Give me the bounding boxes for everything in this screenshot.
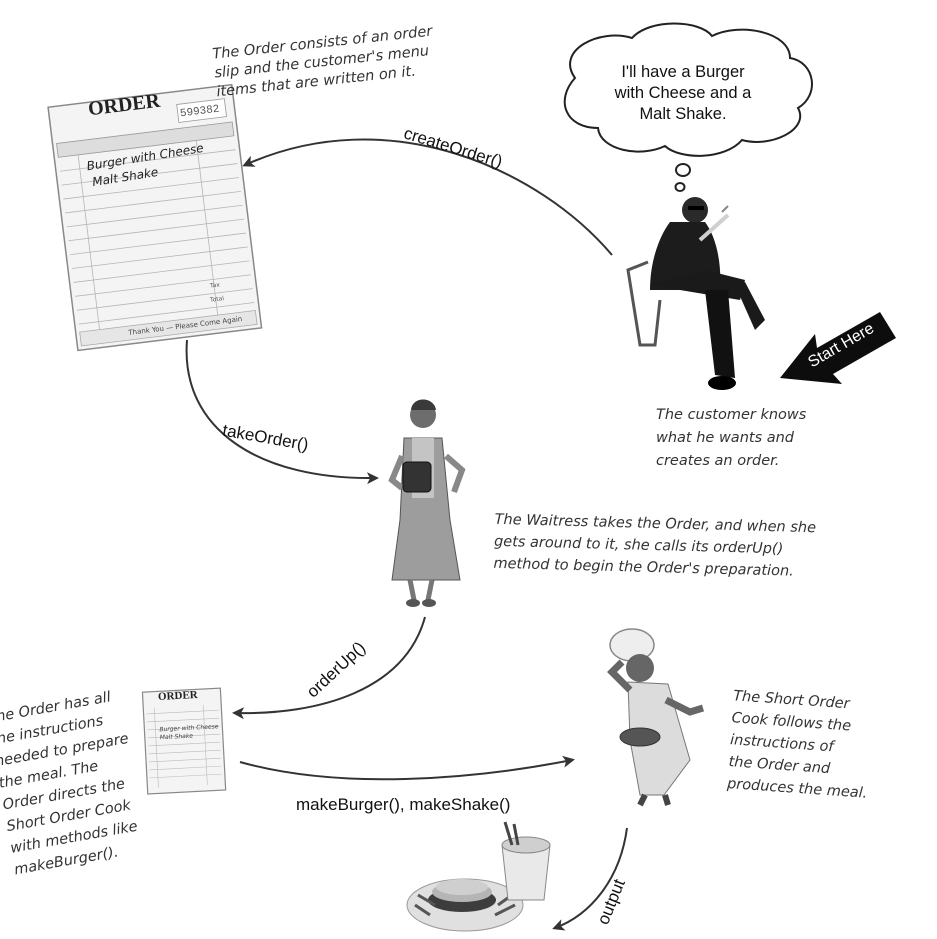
arrow-order-up: [232, 616, 426, 720]
thought-bubble-text: I'll have a Burger with Cheese and a Mal…: [614, 63, 752, 123]
arrow-take-order: [185, 339, 379, 485]
note-cook: The Short Order Cook follows the instruc…: [726, 688, 868, 802]
order-slip-small: Burger with Cheese Malt Shake: [141, 687, 227, 795]
note-customer: The customer knows what he wants and cre…: [656, 407, 807, 469]
arrow-output: [552, 827, 628, 931]
waitress-figure: [388, 399, 466, 607]
order-slip-large: [47, 83, 263, 352]
thought-dot-2: [674, 182, 686, 192]
cook-figure: [607, 628, 705, 807]
thought-bubble: [563, 22, 813, 192]
start-here-badge: [780, 312, 896, 384]
arrow-make-methods: [239, 755, 575, 781]
small-slip-title: ORDER: [157, 688, 199, 704]
thought-dot-1: [675, 163, 691, 177]
svg-text:Burger with Cheese: Burger with Cheese: [159, 723, 219, 733]
customer-figure: [626, 197, 765, 390]
meal-illustration: [406, 821, 551, 932]
order-slip-tax: Tax: [209, 281, 221, 290]
label-make-methods: makeBurger(), makeShake(): [296, 795, 511, 814]
note-waitress: The Waitress takes the Order, and when s…: [493, 511, 817, 580]
svg-text:Malt Shake: Malt Shake: [160, 733, 194, 742]
arrow-create-order: [242, 138, 613, 256]
